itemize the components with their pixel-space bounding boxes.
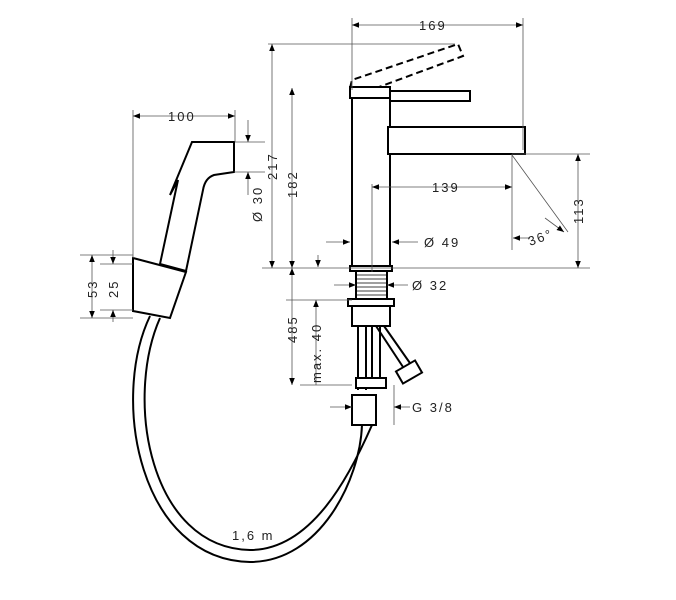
dim-53: 53 <box>85 280 100 298</box>
dim-485: 485 <box>285 315 300 343</box>
thread <box>355 270 388 300</box>
dim-max-40: max. 40 <box>309 323 324 383</box>
dim-113: 113 <box>571 197 586 224</box>
hose-length: 1,6 m <box>232 528 275 543</box>
dim-25: 25 <box>106 280 121 298</box>
dim-217: 217 <box>265 152 280 180</box>
dim-diameter-32: Ø 32 <box>412 278 448 293</box>
dim-182: 182 <box>285 170 300 198</box>
dim-diameter-49: Ø 49 <box>424 235 460 250</box>
faucet <box>347 42 526 426</box>
dim-100: 100 <box>168 109 196 124</box>
dim-139: 139 <box>432 180 460 195</box>
dimension-labels: 169 139 113 36° Ø 49 Ø 32 G 3/8 217 182 … <box>85 18 586 543</box>
dim-36-deg: 36° <box>526 226 555 249</box>
hand-shower <box>132 141 373 564</box>
dim-169: 169 <box>419 18 447 33</box>
dim-g38: G 3/8 <box>412 400 454 415</box>
dimension-lines <box>80 18 590 425</box>
dim-diameter-30: Ø 30 <box>250 186 265 222</box>
